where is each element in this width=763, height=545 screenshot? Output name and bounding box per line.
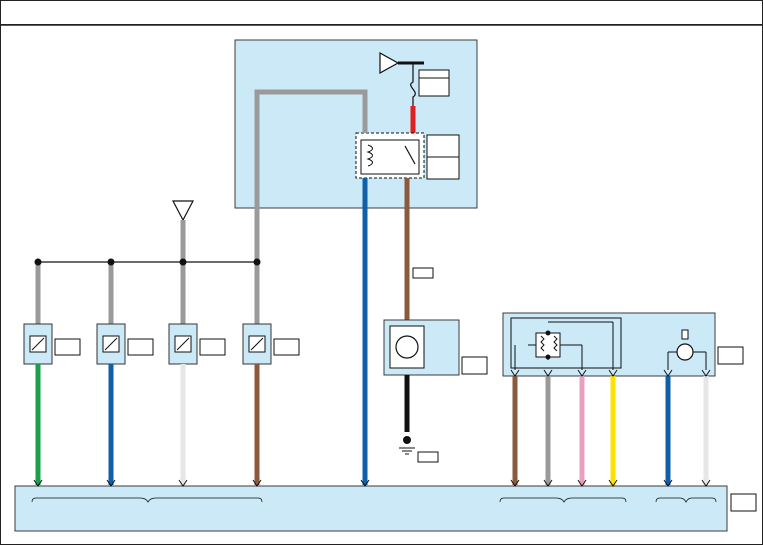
actuator-pin <box>663 369 673 377</box>
connector-pin <box>178 479 188 487</box>
connector-pin <box>543 479 553 487</box>
actuator-inner-box <box>510 317 622 369</box>
ground-triangle-icon <box>172 200 194 222</box>
connector-pin <box>577 479 587 487</box>
connector-pin <box>33 479 43 487</box>
thermistor-slash <box>104 337 118 351</box>
control-module-label-box <box>730 493 757 512</box>
thermistor-slash <box>176 337 190 351</box>
sensor-label-box <box>127 338 154 356</box>
sensor-label-box <box>199 338 226 356</box>
connector-pin <box>663 479 673 487</box>
connector-label-box <box>412 267 434 279</box>
actuator-pin <box>701 369 711 377</box>
thermistor-slash <box>250 337 264 351</box>
control-module-box <box>14 485 728 532</box>
actuator-pin <box>510 369 520 377</box>
pin-group <box>33 479 711 487</box>
fuse-label-box <box>418 69 450 97</box>
relay-switch-icon <box>404 145 416 165</box>
actuator-motor-icon <box>667 329 707 370</box>
connector-pin <box>106 479 116 487</box>
connector-pin <box>510 479 520 487</box>
potentiometer-icon <box>514 321 614 370</box>
sensor-label-box <box>54 338 81 356</box>
antenna-icon <box>379 51 424 75</box>
fuse-icon <box>410 63 416 106</box>
motor-label-box <box>461 356 488 375</box>
connector-pin <box>360 479 370 487</box>
ground-label-box <box>417 451 439 463</box>
sensor-bus-junction <box>34 258 42 266</box>
left-connector-brace <box>31 497 263 503</box>
actuator-pin <box>608 369 618 377</box>
sensor-bus-junction <box>179 258 187 266</box>
connector-pin <box>608 479 618 487</box>
relay-module-box <box>234 39 478 209</box>
sensor-feed-wire <box>254 89 368 262</box>
sensor-group <box>23 258 300 485</box>
relay-icon <box>360 139 420 175</box>
actuator-pin <box>577 369 587 377</box>
actuator-wire-group <box>510 369 711 485</box>
sensor-bus-junction <box>107 258 115 266</box>
actuator-label-box <box>717 346 744 365</box>
middle-connector-brace <box>499 497 627 503</box>
connector-pin <box>252 479 262 487</box>
thermistor-slash <box>31 337 45 351</box>
sensor-label-box <box>273 338 300 356</box>
title-bar <box>0 0 763 25</box>
ground-icon <box>399 436 415 455</box>
connector-pin <box>701 479 711 487</box>
motor-icon <box>395 335 419 359</box>
relay-coil-icon <box>366 144 373 167</box>
sensor-bus-junction <box>253 258 261 266</box>
actuator-pin <box>543 369 553 377</box>
right-connector-brace <box>655 497 717 503</box>
